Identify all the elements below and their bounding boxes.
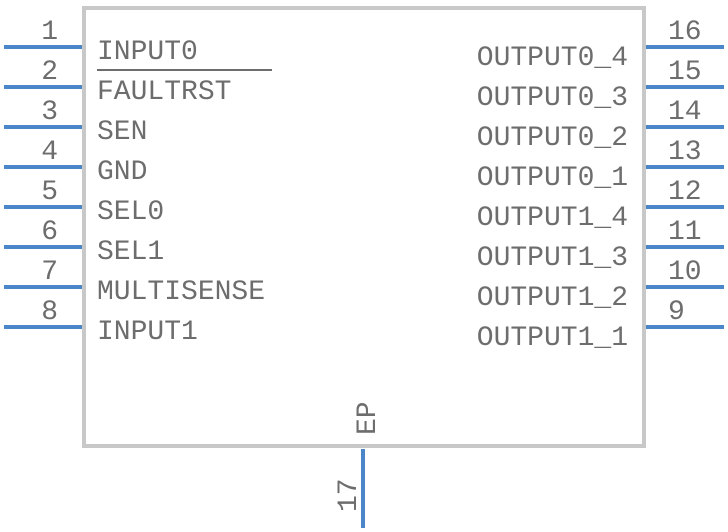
pin-name-input0: INPUT0 xyxy=(97,37,198,68)
pin-name-output0-2: OUTPUT0_2 xyxy=(477,123,628,154)
pin-name-output0-1: OUTPUT0_1 xyxy=(477,163,628,194)
pin-number-2: 2 xyxy=(41,57,58,88)
pin-name-output0-4: OUTPUT0_4 xyxy=(477,43,628,74)
pin-name-output1-4: OUTPUT1_4 xyxy=(477,203,628,234)
pin-number-6: 6 xyxy=(41,217,58,248)
pin-name-sel1: SEL1 xyxy=(97,237,164,268)
bottom-pin: 17 EP xyxy=(334,401,384,528)
pin-name-input1: INPUT1 xyxy=(97,317,198,348)
pin-name-sel0: SEL0 xyxy=(97,197,164,228)
pin-number-8: 8 xyxy=(41,297,58,328)
pin-number-1: 1 xyxy=(41,17,58,48)
pin-number-14: 14 xyxy=(668,97,702,128)
pin-number-13: 13 xyxy=(668,137,702,168)
pin-name-multisense: MULTISENSE xyxy=(97,277,265,308)
pin-name-gnd: GND xyxy=(97,157,147,188)
pin-name-output0-3: OUTPUT0_3 xyxy=(477,83,628,114)
pin-name-faultrst: FAULTRST xyxy=(97,77,231,108)
pin-number-9: 9 xyxy=(668,297,685,328)
pin-number-4: 4 xyxy=(41,137,58,168)
pin-number-5: 5 xyxy=(41,177,58,208)
pin-number-10: 10 xyxy=(668,257,702,288)
pin-number-3: 3 xyxy=(41,97,58,128)
pin-number-16: 16 xyxy=(668,17,702,48)
pin-number-7: 7 xyxy=(41,257,58,288)
pin-name-ep: EP xyxy=(353,401,384,435)
pin-name-output1-2: OUTPUT1_2 xyxy=(477,283,628,314)
pin-number-12: 12 xyxy=(668,177,702,208)
ic-body xyxy=(82,6,646,448)
pin-name-output1-3: OUTPUT1_3 xyxy=(477,243,628,274)
pin-name-sen: SEN xyxy=(97,117,147,148)
pin-number-11: 11 xyxy=(668,217,702,248)
pin-name-output1-1: OUTPUT1_1 xyxy=(477,323,628,354)
pin-number-15: 15 xyxy=(668,57,702,88)
pin-number-17: 17 xyxy=(334,478,365,512)
